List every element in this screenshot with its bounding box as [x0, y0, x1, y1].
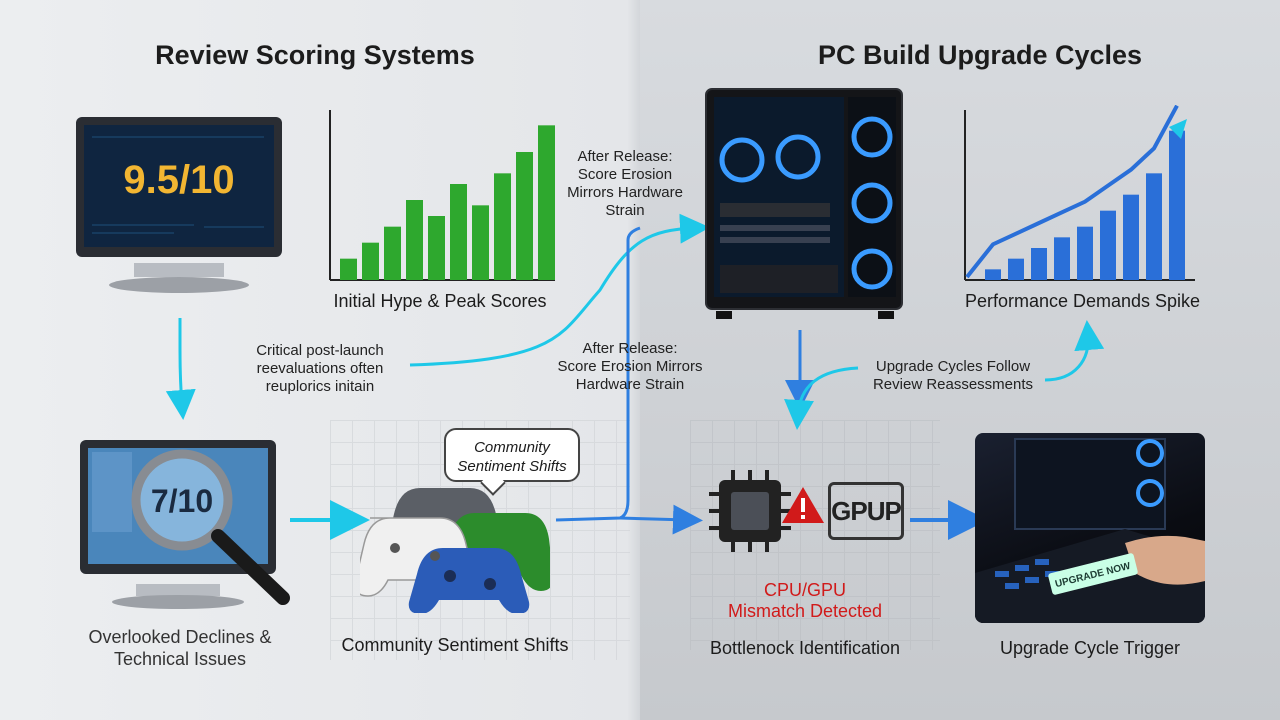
note-line: reevaluations often: [256, 360, 384, 377]
label-line: Overlooked Declines &: [88, 627, 272, 647]
warning-line: CPU/GPU: [763, 580, 846, 600]
note-line: Critical post-launch: [256, 342, 384, 359]
monitor-bottom-score: 7/10: [150, 483, 214, 519]
community-label: Community Sentiment Shifts: [341, 635, 569, 655]
chart-bar: [472, 205, 489, 280]
chart-bar: [516, 152, 533, 280]
warning-line: Mismatch Detected: [727, 601, 883, 621]
chart-bar: [362, 242, 379, 280]
note-line: Strain: [605, 202, 645, 219]
note-line: Upgrade Cycles Follow: [875, 358, 1031, 375]
chart-bar: [1077, 226, 1093, 280]
hype-bar-chart: [329, 110, 555, 281]
community-speech-bubble: Community Sentiment Shifts: [444, 428, 580, 482]
line-community-up: [555, 226, 641, 522]
bottleneck-label: Bottlenock Identification: [709, 638, 901, 658]
note-line: reuplorics initain: [265, 378, 375, 395]
note-line: Score Erosion: [577, 166, 673, 183]
chart-bar: [1054, 237, 1070, 280]
note-line: After Release:: [577, 148, 673, 165]
note-upgrade-cycles: Upgrade Cycles Follow Review Reassessmen…: [858, 358, 1048, 394]
chart-bar: [406, 200, 423, 280]
note-line: Score Erosion Mirrors: [557, 358, 703, 375]
warning-icon: [782, 487, 824, 523]
left-section-title: Review Scoring Systems: [155, 40, 475, 70]
mismatch-warning: CPU/GPU Mismatch Detected: [700, 580, 910, 622]
arrow-critical-to-pc: [409, 213, 710, 367]
chart-bar: [1008, 258, 1024, 280]
performance-chart-label: Performance Demands Spike: [964, 291, 1201, 311]
chart-bar: [384, 226, 401, 280]
bubble-line: Community: [474, 439, 550, 456]
monitor-bottom: [80, 440, 290, 609]
game-controllers-icon: [360, 488, 550, 613]
label-line: Technical Issues: [113, 649, 247, 669]
arrow-down-left: [165, 318, 196, 420]
chart-bar: [450, 184, 467, 280]
chart-bar: [428, 216, 445, 280]
arrow-upgrade-note-down: [784, 366, 859, 430]
cpu-chip-icon: [709, 470, 791, 552]
note-line: Mirrors Hardware: [567, 184, 683, 201]
upgrade-trigger-label: Upgrade Cycle Trigger: [999, 638, 1181, 658]
arrow-upgrade-note-up: [1044, 320, 1105, 382]
note-line: After Release:: [582, 340, 678, 357]
chart-bar: [1169, 130, 1185, 280]
chart-bar: [1146, 173, 1162, 280]
note-line: Hardware Strain: [575, 376, 685, 393]
magnifying-glass-icon: [131, 449, 233, 551]
upgrade-trigger-image: UPGRADE NOW: [975, 433, 1205, 623]
hype-chart-label: Initial Hype & Peak Scores: [333, 291, 547, 311]
chart-bar: [985, 269, 1001, 280]
monitor-bottom-label: Overlooked Declines & Technical Issues: [70, 626, 290, 670]
bubble-line: Sentiment Shifts: [457, 458, 567, 475]
note-after-release-top: After Release: Score Erosion Mirrors Har…: [560, 148, 690, 220]
chart-bar: [1123, 194, 1139, 280]
chart-bar: [340, 258, 357, 280]
chart-bar: [1031, 248, 1047, 280]
pc-tower-icon: [705, 88, 903, 319]
note-line: Review Reassessments: [872, 376, 1034, 393]
gpu-label-box: GPUP: [828, 482, 904, 540]
monitor-top-score: 9.5/10: [123, 158, 235, 202]
note-after-release-mid: After Release: Score Erosion Mirrors Har…: [540, 340, 720, 394]
chart-bar: [538, 125, 555, 280]
chart-bar: [1100, 210, 1116, 280]
right-section-title: PC Build Upgrade Cycles: [817, 40, 1143, 70]
note-critical: Critical post-launch reevaluations often…: [240, 342, 400, 396]
monitor-top: [76, 117, 282, 293]
chart-bar: [494, 173, 511, 280]
keyboard-hand-illustration: [975, 438, 1205, 623]
arrow-community-to-bottleneck: [619, 504, 703, 535]
performance-bar-chart: [964, 105, 1195, 281]
